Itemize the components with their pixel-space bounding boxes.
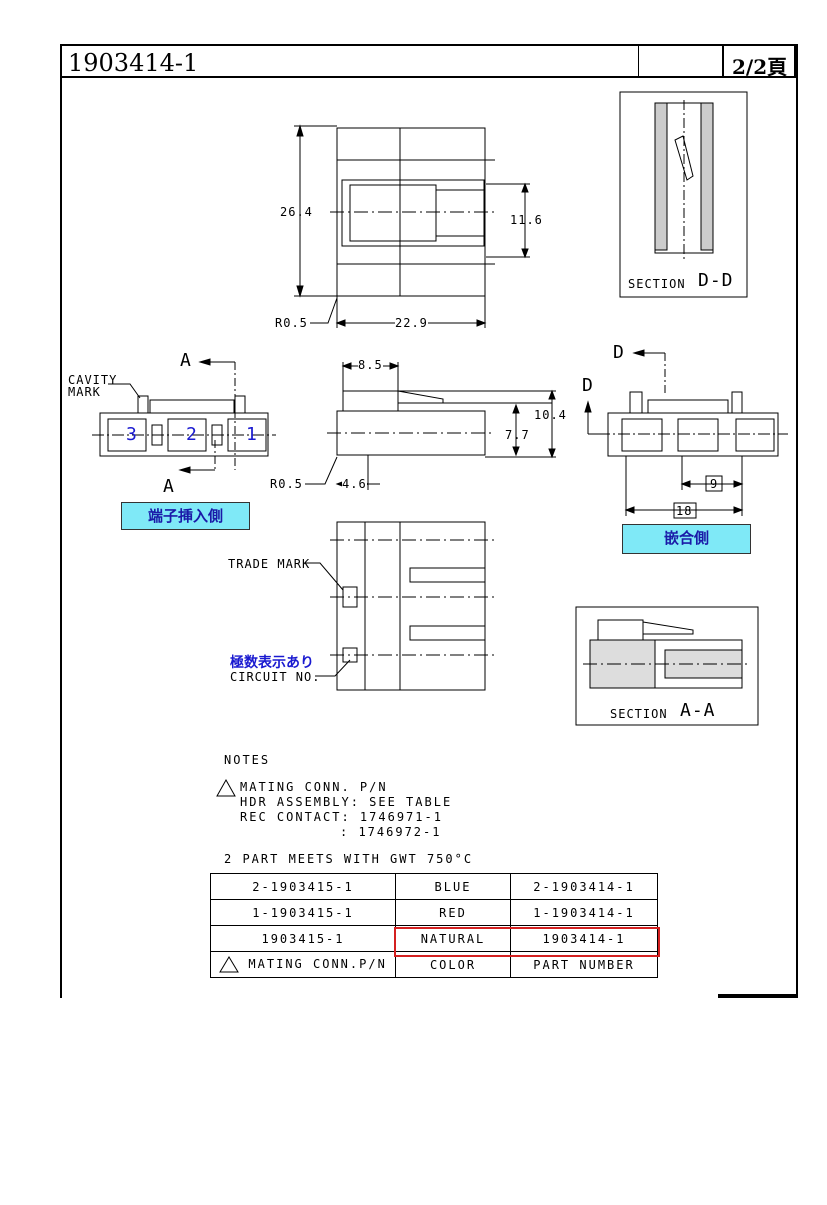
dim-10-4: 10.4: [534, 408, 567, 422]
mating-cell: 1903415-1: [210, 925, 396, 952]
warning-triangle-icon: [219, 956, 240, 973]
front-view: [92, 358, 276, 474]
color-cell: NATURAL: [395, 925, 511, 952]
color-cell: BLUE: [395, 873, 511, 900]
part-cell: 1903414-1: [510, 925, 658, 952]
page-cell: [722, 46, 796, 76]
circuit-number-jp-label: 極数表示あり: [230, 655, 314, 671]
dim-span-18: 18: [676, 504, 693, 518]
mating-header-label: MATING CONN.P/N: [248, 957, 387, 971]
note1-line2: HDR ASSEMBLY: SEE TABLE: [240, 795, 453, 809]
note1-line3: REC CONTACT: 1746971-1: [240, 810, 443, 824]
circuit-no-label: CIRCUIT NO.: [230, 670, 321, 684]
trade-mark-label: TRADE MARK: [228, 557, 311, 571]
sheet-bottom-mark: [718, 994, 796, 998]
part-cell: 1-1903414-1: [510, 899, 658, 926]
title-block-cell: [638, 46, 723, 76]
note1-line4: : 1746972-1: [340, 825, 442, 839]
section-aa-word: SECTION: [610, 707, 668, 721]
section-mark-a-bottom: A: [163, 476, 175, 497]
table-row: 1-1903415-1 RED 1-1903414-1: [210, 899, 658, 926]
section-mark-d-top: D: [613, 342, 625, 363]
mating-view: [584, 349, 788, 519]
cavity-2-label: 2: [186, 424, 198, 445]
mating-cell: 1-1903415-1: [210, 899, 396, 926]
note1-line1: MATING CONN. P/N: [240, 780, 388, 794]
section-aa-letters: A-A: [680, 700, 716, 721]
page-number: 2/2頁: [732, 55, 788, 79]
color-cell: RED: [395, 899, 511, 926]
terminal-side-label: 端子挿入側: [121, 502, 250, 530]
side-view: [305, 362, 556, 490]
notes-block: NOTES MATING CONN. P/N HDR ASSEMBLY: SEE…: [224, 753, 473, 867]
dim-8-5: 8.5: [358, 358, 383, 372]
cavity-1-label: 1: [246, 424, 258, 445]
dim-r0-5-top: R0.5: [275, 316, 308, 330]
dim-pitch-9: 9: [710, 477, 719, 491]
dim-26-4: 26.4: [280, 205, 313, 219]
part-cell: 2-1903414-1: [510, 873, 658, 900]
dim-11-6: 11.6: [510, 213, 543, 227]
highlighted-row-outline: [394, 927, 660, 957]
dim-22-9: 22.9: [395, 316, 428, 330]
mating-cell: 2-1903415-1: [210, 873, 396, 900]
section-aa: [575, 606, 759, 726]
section-mark-a-top: A: [180, 350, 192, 371]
warning-triangle-icon: [216, 778, 236, 797]
mating-side-label: 嵌合側: [622, 524, 751, 554]
title-block: 1903414-1 2/2頁: [60, 44, 796, 79]
document-number: 1903414-1: [68, 49, 199, 77]
top-view: [294, 124, 530, 328]
parts-table: 2-1903415-1 BLUE 2-1903414-1 1-1903415-1…: [210, 873, 658, 978]
cavity-mark-label: CAVITY MARK: [68, 373, 118, 399]
dim-r0-5-side: R0.5: [270, 477, 303, 491]
cavity-3-label: 3: [126, 424, 138, 445]
section-mark-d-side: D: [582, 375, 594, 396]
table-row: 2-1903415-1 BLUE 2-1903414-1: [210, 873, 658, 900]
mating-header: MATING CONN.P/N: [210, 951, 396, 978]
section-dd: [619, 91, 748, 298]
section-dd-letters: D-D: [698, 270, 734, 291]
note2: 2 PART MEETS WITH GWT 750°C: [224, 852, 474, 866]
table-row: 1903415-1 NATURAL 1903414-1: [210, 925, 658, 952]
bottom-view: [305, 521, 495, 691]
dim-4-6: 4.6: [342, 477, 367, 491]
dim-7-7: 7.7: [505, 428, 530, 442]
section-dd-word: SECTION: [628, 277, 686, 291]
notes-title: NOTES: [224, 753, 271, 767]
